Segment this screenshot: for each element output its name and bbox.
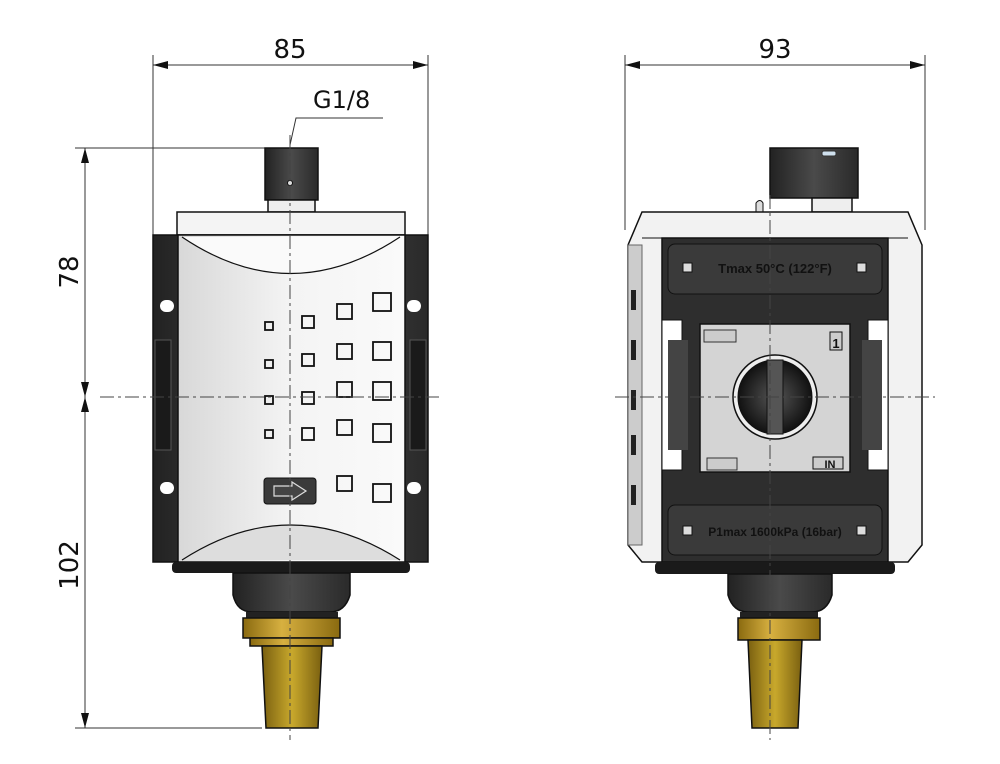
- dimension-height: 78 102: [55, 147, 265, 729]
- pressure-plate: P1max 1600kPa (16bar): [682, 525, 867, 539]
- dimension-85-label: 85: [273, 35, 306, 65]
- port-callout: G1/8: [289, 86, 383, 146]
- dimension-78-label: 78: [55, 255, 85, 288]
- housing-face: [177, 234, 406, 563]
- bowl-seal: [727, 573, 833, 613]
- pressure-label: P1max 1600kPa (16bar): [708, 525, 841, 539]
- side-view: 93 Tmax 50°C (122°F) P1max 1600kPa (16ba…: [615, 35, 935, 740]
- drain-nut: [242, 617, 341, 639]
- port-number: 1: [832, 336, 839, 351]
- temperature-plate: Tmax 50°C (122°F): [682, 261, 867, 276]
- drain-tube: [747, 639, 803, 729]
- temperature-label: Tmax 50°C (122°F): [718, 261, 832, 276]
- dimension-93-label: 93: [758, 35, 791, 65]
- front-view: 85 78 102 G1/8: [55, 35, 440, 740]
- top-plate: [176, 211, 406, 236]
- vent-squares: [264, 292, 392, 503]
- top-cap: [264, 147, 319, 201]
- top-cap: [769, 147, 859, 199]
- port-label: G1/8: [313, 86, 370, 114]
- dimension-102-label: 102: [55, 540, 85, 590]
- drain-nut: [737, 617, 821, 641]
- bowl-seal: [232, 572, 351, 613]
- dimension-width-93: 93: [624, 35, 926, 230]
- inlet-label: IN: [825, 459, 836, 471]
- drain-tube: [261, 645, 323, 729]
- dimension-width-85: 85: [152, 35, 429, 235]
